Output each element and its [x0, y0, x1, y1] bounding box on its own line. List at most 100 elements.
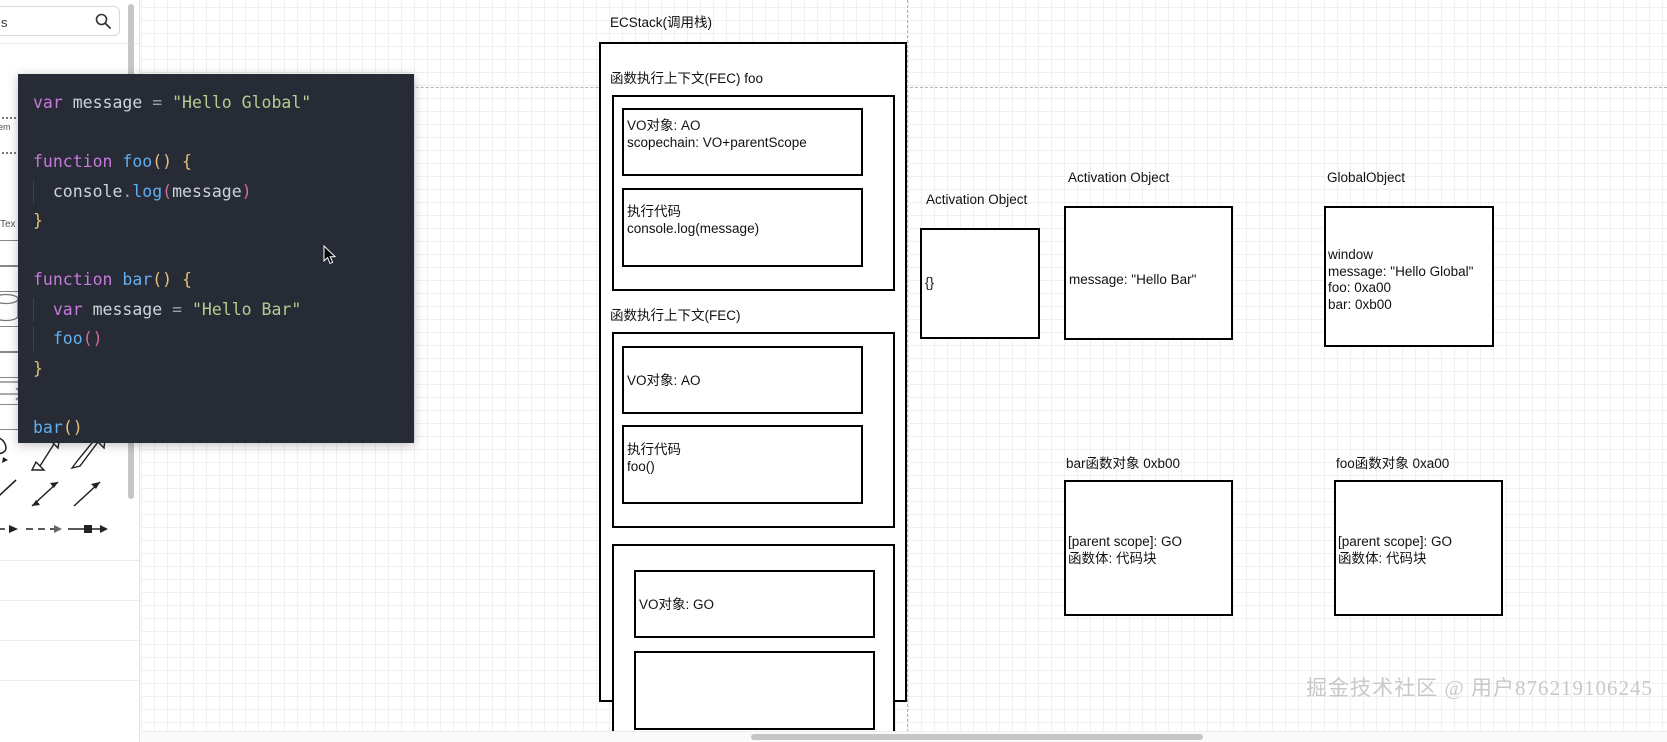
search-input[interactable] — [0, 7, 89, 37]
activation-object-1-box[interactable] — [920, 228, 1040, 339]
code-line — [18, 118, 414, 148]
fec-code-text: 执行代码 foo() — [627, 442, 681, 474]
code-token: ( — [162, 181, 173, 201]
activation-object-1-title: Activation Object — [926, 192, 1028, 207]
foo-function-object-text: [parent scope]: GO 函数体: 代码块 — [1338, 534, 1453, 566]
code-line: } — [18, 206, 414, 236]
code-token: message — [72, 93, 143, 112]
sidebar-divider-3 — [0, 600, 139, 601]
foo-function-object-title: foo函数对象 0xa00 — [1336, 456, 1450, 471]
shape-curve-arrow-icon[interactable] — [0, 432, 30, 472]
code-line — [18, 236, 414, 266]
canvas-horizontal-scrollbar[interactable] — [141, 731, 1667, 742]
global-object-text: window message: "Hello Global" foo: 0xa0… — [1328, 247, 1474, 312]
code-token: { — [182, 270, 192, 289]
gec-vo-text: VO对象: GO — [639, 597, 715, 612]
watermark: 掘金技术社区 @ 用户876219106245 — [1306, 676, 1653, 700]
global-object-title: GlobalObject — [1327, 170, 1406, 185]
code-token: function — [33, 270, 113, 289]
sidebar-divider-2 — [0, 560, 139, 561]
sidebar-section-label-text: Tex — [0, 219, 16, 230]
fec-foo-label: 函数执行上下文(FEC) foo — [610, 71, 764, 86]
fec-label: 函数执行上下文(FEC) — [610, 308, 741, 323]
code-token: . — [122, 181, 133, 201]
code-token: var — [33, 93, 63, 112]
gec-vo-box[interactable] — [634, 570, 875, 638]
code-line: function bar() { — [18, 265, 414, 295]
code-token: foo — [52, 329, 83, 348]
code-token — [33, 182, 53, 201]
code-token — [172, 152, 182, 171]
activation-object-2-title: Activation Object — [1068, 170, 1170, 185]
fec-foo-code-text: 执行代码 console.log(message) — [627, 204, 760, 236]
code-token — [63, 93, 73, 112]
code-token: ( — [62, 417, 73, 437]
code-line: var message = "Hello Bar" — [18, 295, 414, 325]
shape-dashed-arrow-icon[interactable] — [0, 518, 24, 540]
shape-box-arrow-icon[interactable] — [66, 518, 110, 540]
code-token: ( — [152, 270, 163, 289]
code-token: log — [132, 181, 163, 201]
search-shapes-field[interactable] — [0, 6, 120, 37]
code-token — [112, 270, 122, 289]
code-line: foo() — [18, 324, 414, 354]
code-token: message — [92, 299, 163, 319]
shape-line-arrow-icon[interactable] — [0, 474, 26, 514]
global-object-box[interactable] — [1324, 206, 1494, 347]
code-token: ) — [72, 417, 83, 437]
code-token — [162, 300, 172, 319]
code-token: message — [172, 181, 242, 201]
code-token: function — [33, 152, 113, 171]
code-line — [18, 383, 414, 413]
code-token: ( — [82, 329, 93, 348]
fec-foo-vo-text: VO对象: AO scopechain: VO+parentScope — [627, 118, 807, 150]
activation-object-2-text: message: "Hello Bar" — [1069, 272, 1197, 287]
code-snippet-overlay[interactable]: var message = "Hello Global" function fo… — [18, 74, 414, 443]
code-token — [112, 152, 122, 171]
code-token — [33, 329, 53, 348]
search-icon — [95, 13, 111, 29]
code-token: ) — [162, 152, 173, 171]
shape-single-arrow-icon[interactable] — [68, 474, 110, 514]
diagram-canvas[interactable]: ECStack(调用栈) 函数执行上下文(FEC) foo VO对象: AO s… — [141, 0, 1667, 742]
fec-foo-vo-box[interactable] — [622, 108, 863, 176]
code-token — [182, 300, 192, 319]
foo-function-object-box[interactable] — [1334, 480, 1503, 616]
canvas-horizontal-scrollbar-thumb[interactable] — [751, 734, 1203, 740]
code-token: } — [33, 358, 43, 378]
code-token — [33, 300, 53, 319]
code-token: } — [33, 211, 43, 230]
code-token — [83, 300, 93, 319]
fec-code-box[interactable] — [622, 425, 863, 504]
fec-vo-box[interactable] — [622, 346, 863, 414]
code-token: "Hello Global" — [172, 93, 312, 112]
shape-double-arrow-icon[interactable] — [26, 474, 68, 514]
code-line: bar() — [18, 413, 414, 443]
code-token: = — [172, 299, 183, 319]
activation-object-1-text: {} — [925, 275, 935, 290]
indent-guide — [33, 327, 34, 351]
code-token: bar — [122, 270, 153, 289]
gec-code-box[interactable] — [634, 651, 875, 730]
code-line: function foo() { — [18, 147, 414, 177]
ecstack-title: ECStack(调用栈) — [610, 15, 713, 30]
code-token: ) — [241, 181, 252, 201]
code-token: ) — [162, 270, 173, 289]
code-token: "Hello Bar" — [191, 299, 302, 319]
code-token: ) — [92, 329, 103, 348]
bar-function-object-text: [parent scope]: GO 函数体: 代码块 — [1068, 534, 1183, 566]
sidebar-section-label-em: em — [0, 122, 11, 132]
activation-object-2-box[interactable] — [1064, 206, 1233, 340]
sidebar-divider-1 — [0, 43, 139, 44]
code-token: = — [152, 93, 163, 112]
bar-function-object-title: bar函数对象 0xb00 — [1066, 456, 1181, 471]
alignment-guide-vertical — [907, 0, 908, 742]
code-token — [142, 93, 152, 112]
code-token — [172, 270, 182, 289]
fec-foo-code-box[interactable] — [622, 188, 863, 267]
sidebar-divider-4 — [0, 640, 139, 641]
bar-function-object-box[interactable] — [1064, 480, 1233, 616]
shape-dashed-arrow-2-icon[interactable] — [24, 518, 68, 540]
code-token: { — [182, 152, 192, 171]
